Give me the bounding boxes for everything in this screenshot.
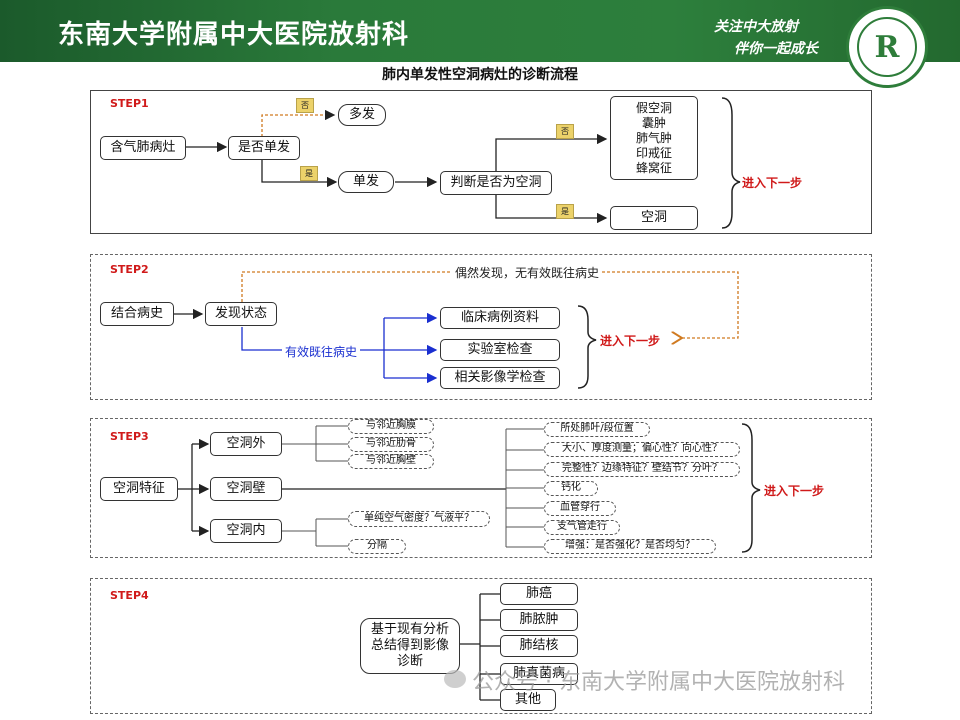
node-judge-cavity: 判断是否为空洞 (440, 171, 552, 195)
step4-label: STEP4 (110, 589, 149, 602)
outer-item: 与邻近胸膜 (348, 419, 434, 434)
node-multiple: 多发 (338, 104, 386, 126)
step2-frame (90, 254, 872, 400)
tag-no-2: 否 (556, 124, 574, 139)
outer-item: 与邻近胸壁 (348, 454, 434, 469)
node-imaging: 相关影像学检查 (440, 367, 560, 389)
wall-item: 血管穿行 (544, 501, 616, 516)
label-incidental: 偶然发现，无有效既往病史 (452, 264, 603, 281)
wall-item: 大小、厚度测量；偏心性？向心性？ (544, 442, 740, 457)
node-pseudo-list: 假空洞 囊肿 肺气肿 印戒征 蜂窝征 (610, 96, 698, 180)
step2-label: STEP2 (110, 263, 149, 276)
tag-yes-1: 是 (300, 166, 318, 181)
step4-frame (90, 578, 872, 714)
next-step-1: 进入下一步 (742, 176, 803, 190)
header-title: 东南大学附属中大医院放射科 (58, 20, 410, 50)
pseudo-item: 囊肿 (641, 115, 666, 130)
step1-frame (90, 90, 872, 234)
node-cavity-features: 空洞特征 (100, 477, 178, 501)
node-air-lesion: 含气肺病灶 (100, 136, 186, 160)
node-outer: 空洞外 (210, 432, 282, 456)
outer-item: 与邻近肋骨 (348, 437, 434, 452)
pseudo-item: 蜂窝征 (635, 160, 672, 175)
next-step-2: 进入下一步 (600, 334, 661, 348)
diagnosis-item: 肺结核 (500, 635, 578, 657)
diagnosis-item: 其他 (500, 689, 556, 711)
node-is-single: 是否单发 (228, 136, 300, 160)
node-inner: 空洞内 (210, 519, 282, 543)
inner-item: 单纯空气密度？气液平？ (348, 511, 490, 527)
next-step-3: 进入下一步 (764, 484, 825, 498)
watermark-text: 公众号 · 东南大学附属中大医院放射科 (472, 670, 845, 695)
pseudo-item: 肺气肿 (635, 130, 672, 145)
node-clinical: 临床病例资料 (440, 307, 560, 329)
header-banner: 东南大学附属中大医院放射科 关注中大放射 伴你一起成长 (0, 0, 960, 62)
label-valid-history: 有效既往病史 (282, 343, 361, 360)
tag-no-1: 否 (296, 98, 314, 113)
diagnosis-item: 肺癌 (500, 583, 578, 605)
node-summary: 基于现有分析总结得到影像诊断 (360, 618, 460, 674)
tag-yes-2: 是 (556, 204, 574, 219)
node-single: 单发 (338, 171, 394, 193)
wechat-icon (444, 670, 466, 688)
wall-item: 完整性？边缘特征？壁结节？分叶？ (544, 462, 740, 477)
pseudo-item: 印戒征 (635, 145, 672, 160)
wall-item: 钙化 (544, 481, 598, 496)
node-wall: 空洞壁 (210, 477, 282, 501)
node-discovery: 发现状态 (205, 302, 277, 326)
step1-label: STEP1 (110, 97, 149, 110)
inner-item: 分隔 (348, 539, 406, 554)
slogan-line-1: 关注中大放射 (714, 19, 798, 35)
slogan-line-2: 伴你一起成长 (734, 41, 818, 57)
hospital-logo: R (846, 6, 928, 88)
wall-item: 增强：是否强化？是否均匀？ (544, 539, 716, 554)
pseudo-item: 假空洞 (635, 100, 672, 115)
flowchart-title: 肺内单发性空洞病灶的诊断流程 (382, 67, 578, 83)
diagnosis-item: 肺真菌病 (500, 663, 578, 685)
logo-emblem-icon: R (857, 17, 917, 77)
wall-item: 支气管走行 (544, 520, 620, 535)
step3-label: STEP3 (110, 430, 149, 443)
diagnosis-item: 肺脓肿 (500, 609, 578, 631)
node-lab: 实验室检查 (440, 339, 560, 361)
node-history: 结合病史 (100, 302, 174, 326)
wall-item: 所处肺叶/段位置 (544, 422, 650, 437)
node-cavity: 空洞 (610, 206, 698, 230)
step3-frame (90, 418, 872, 558)
